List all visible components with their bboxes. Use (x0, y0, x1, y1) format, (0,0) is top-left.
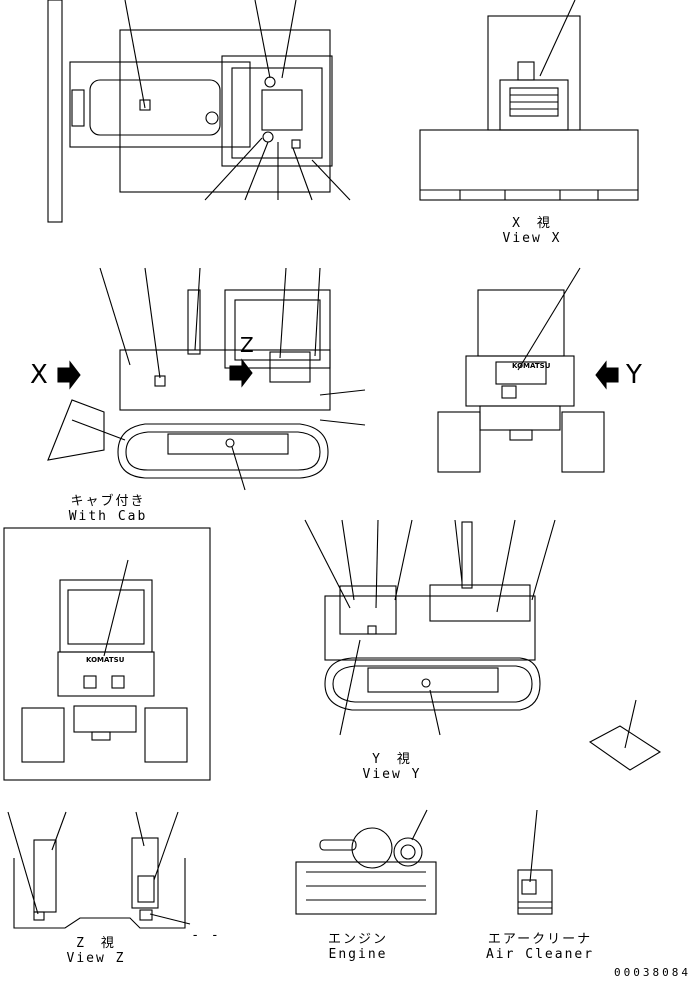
engine-caption: エンジン Engine (328, 932, 388, 962)
view-y-letter: Y (626, 360, 642, 390)
y-arrow-icon (595, 360, 619, 390)
with-cab-box (3, 527, 211, 781)
engine-jp: エンジン (327, 932, 389, 947)
engine-drawing (295, 809, 437, 915)
view-x-caption: X 視 View X (503, 216, 562, 246)
view-y-caption: Y 視 View Y (363, 752, 422, 782)
with-cab-en: With Cab (68, 509, 148, 524)
drawing-code: 00038084 (614, 966, 691, 979)
view-z (7, 811, 191, 929)
view-z-caption: Z 視 View Z (67, 936, 126, 966)
decal-plate (588, 699, 662, 771)
view-x-front (419, 0, 639, 201)
dash-mark: - - (191, 928, 221, 943)
with-cab-jp: キャブ付き (70, 494, 146, 509)
view-x-jp: X 視 (512, 216, 552, 231)
with-cab-caption: キャブ付き With Cab (69, 494, 148, 524)
air-cleaner-drawing (517, 809, 553, 915)
air-cleaner-en: Air Cleaner (485, 947, 595, 962)
view-z-letter: Z (240, 333, 254, 357)
top-view-dozer (47, 0, 351, 223)
z-arrow-icon (229, 358, 253, 388)
engine-en: Engine (328, 947, 388, 962)
air-cleaner-caption: エアークリーナ Air Cleaner (486, 932, 594, 962)
view-x-letter: X (30, 360, 48, 390)
side-view-with-cab (47, 267, 366, 491)
air-cleaner-jp: エアークリーナ (487, 932, 593, 947)
rear-view (437, 267, 605, 473)
view-x-en: View X (502, 231, 562, 246)
side-view-y (304, 519, 556, 736)
view-y-en: View Y (362, 767, 422, 782)
view-y-jp: Y 視 (372, 752, 412, 767)
x-arrow-icon (57, 360, 81, 390)
rear-decal-text: KOMATSU (512, 362, 551, 370)
cab-decal-text: KOMATSU (86, 656, 125, 664)
view-z-en: View Z (66, 951, 126, 966)
view-z-jp: Z 視 (76, 936, 116, 951)
